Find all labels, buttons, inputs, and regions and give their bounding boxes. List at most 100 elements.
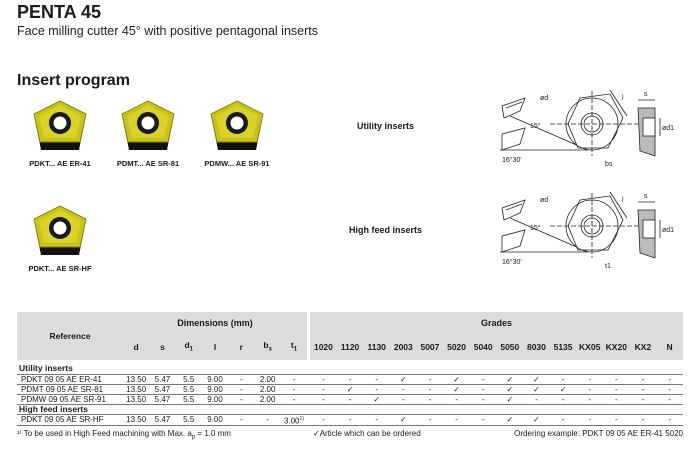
grade-cell: ✓ [496,384,524,395]
grade-cell: - [656,414,683,427]
dim-cell: 13.50 [123,384,150,395]
grade-cell: - [576,394,603,405]
label-t1: t1 [605,263,611,270]
label-angle-15: 15° [530,122,541,130]
dim-col-r: r [228,333,255,360]
grade-col-KX20: KX20 [603,333,630,360]
insert-label: PDKT... AE SR-HF [28,264,92,273]
grade-cell: - [549,394,577,405]
grades-header: Grades [310,312,683,333]
grade-cell: - [336,414,364,427]
grade-cell: ✓ [496,394,524,405]
footnote: ¹⁾ To be used in High Feed machining wit… [17,429,231,443]
category-high-feed: High feed inserts [349,225,423,235]
grade-cell: - [443,394,470,405]
grade-col-N: N [656,333,683,360]
label-l: l [622,95,624,102]
dim-col-l: l [201,333,229,360]
label-angle-1630: 16°30' [502,258,522,266]
check-legend: ✓Article which can be ordered [313,429,421,439]
grade-cell: - [443,414,470,427]
grade-cell: - [416,374,444,385]
insert-label: PDMW... AE SR-91 [204,159,270,168]
grade-cell: - [390,384,417,395]
dim-cell: 5.5 [175,414,202,427]
grade-col-2003: 2003 [390,333,417,360]
dim-cell: 5.47 [149,414,176,427]
dimensions-header: Dimensions (mm) [123,312,308,333]
label-s: s [644,91,648,98]
grade-col-5007: 5007 [416,333,444,360]
grade-cell: - [629,374,657,385]
label-od: ød [540,197,548,204]
dim-cell: 5.5 [175,374,202,385]
label-s: s [644,193,648,200]
grade-cell: - [629,394,657,405]
grade-cell: - [310,384,337,395]
dim-cell: - [280,384,308,395]
grade-cell: ✓ [390,414,417,427]
grade-cell: - [629,384,657,395]
grade-cell: ✓ [443,374,470,385]
grade-cell: ✓ [549,384,577,395]
grade-cell: - [416,394,444,405]
page-subtitle: Face milling cutter 45° with positive pe… [17,24,318,38]
grade-col-1120: 1120 [336,333,364,360]
grade-cell: - [363,384,390,395]
grade-cell: - [549,374,577,385]
dim-col-d1: d1 [175,333,202,360]
insert-image [106,98,190,156]
grade-cell: - [469,414,497,427]
dim-cell: - [280,394,308,405]
ordering-example: Ordering example: PDKT 09 05 AE ER-41 50… [514,429,683,439]
grade-cell: - [603,394,630,405]
insert-image [18,203,102,261]
grade-cell: - [656,394,683,405]
page-title: PENTA 45 [17,2,102,22]
column-gap [307,384,311,395]
insert-sr81: PDMT... AE SR-81 [106,98,190,168]
grade-cell: - [310,394,337,405]
grade-cell: - [603,374,630,385]
label-od1: ød1 [662,227,674,234]
grade-col-5135: 5135 [549,333,577,360]
grade-col-KX2: KX2 [629,333,657,360]
grade-cell: - [469,394,497,405]
dim-cell: 9.00 [201,384,229,395]
insert-er41: PDKT... AE ER-41 [18,98,102,168]
label-od1: ød1 [662,125,674,132]
dim-cell: 2.00 [254,394,281,405]
reference-cell: PDMT 09 05 AE SR-81 [17,384,123,395]
group-header: High feed inserts [17,404,683,415]
dim-cell: 5.47 [149,384,176,395]
grade-cell: - [336,374,364,385]
grade-col-5020: 5020 [443,333,470,360]
grade-cell: - [576,384,603,395]
dim-cell: 13.50 [123,394,150,405]
table-footer: ¹⁾ To be used in High Feed machining wit… [17,429,683,441]
grade-cell: - [310,374,337,385]
dim-cell: 5.47 [149,394,176,405]
dim-cell: 9.00 [201,394,229,405]
grade-col-8030: 8030 [523,333,550,360]
column-gap [307,414,311,427]
label-angle-15: 15° [530,224,541,232]
grade-cell: - [469,374,497,385]
grade-col-5050: 5050 [496,333,524,360]
insert-image [195,98,279,156]
column-gap [307,312,311,360]
grade-cell: ✓ [390,374,417,385]
utility-insert-diagram: ød l 15° 16°30' bs s ød1 [480,86,680,186]
column-gap [307,394,311,405]
insert-sr91: PDMW... AE SR-91 [195,98,279,168]
grade-cell: - [549,414,577,427]
grade-cell: - [469,384,497,395]
dim-cell: - [280,374,308,385]
dim-cell: 5.5 [175,394,202,405]
insert-label: PDKT... AE ER-41 [29,159,91,168]
grade-cell: - [416,414,444,427]
label-od: ød [540,95,548,102]
grade-cell: - [363,374,390,385]
dim-col-bs: bs [254,333,281,360]
